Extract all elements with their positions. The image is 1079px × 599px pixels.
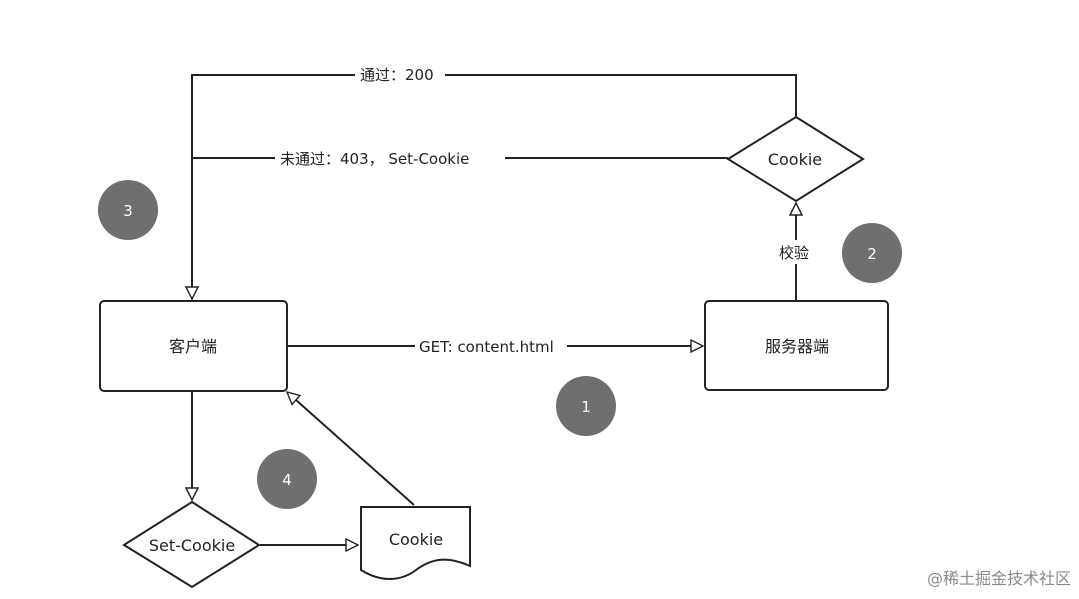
edge-pass-label-bg — [355, 64, 445, 86]
edge-verify-label-bg — [775, 240, 817, 264]
server-node-label: 服务器端 — [765, 337, 829, 356]
step-badge-2 — [842, 223, 902, 283]
edge-fail-label-bg — [275, 147, 505, 169]
edge-fail-label: 未通过：403， Set-Cookie — [280, 150, 469, 168]
edge-cookie-client-line — [287, 392, 415, 506]
step-badge-4-label: 4 — [282, 471, 292, 489]
cookie-check-diamond — [726, 115, 865, 203]
server-node — [704, 300, 889, 391]
cookie-doc-label: Cookie — [389, 530, 443, 549]
watermark-text: @稀土掘金技术社区 — [927, 569, 1071, 588]
edge-get-label: GET: content.html — [419, 338, 554, 356]
edge-pass-label: 通过：200 — [360, 66, 434, 84]
set-cookie-label: Set-Cookie — [149, 536, 235, 555]
client-node-label: 客户端 — [169, 337, 217, 356]
edge-verify-label: 校验 — [779, 244, 809, 262]
step-badge-1 — [556, 376, 616, 436]
cookie-check-label: Cookie — [768, 150, 822, 169]
step-badge-3 — [98, 180, 158, 240]
step-badge-2-label: 2 — [867, 245, 877, 263]
step-badge-3-label: 3 — [123, 202, 133, 220]
cookie-doc-node — [360, 506, 471, 580]
step-badge-1-label: 1 — [581, 398, 591, 416]
step-badge-4 — [257, 449, 317, 509]
edge-pass-line — [192, 74, 797, 299]
set-cookie-diamond — [122, 500, 261, 589]
client-node — [99, 300, 288, 392]
edge-get-label-bg — [415, 336, 567, 358]
